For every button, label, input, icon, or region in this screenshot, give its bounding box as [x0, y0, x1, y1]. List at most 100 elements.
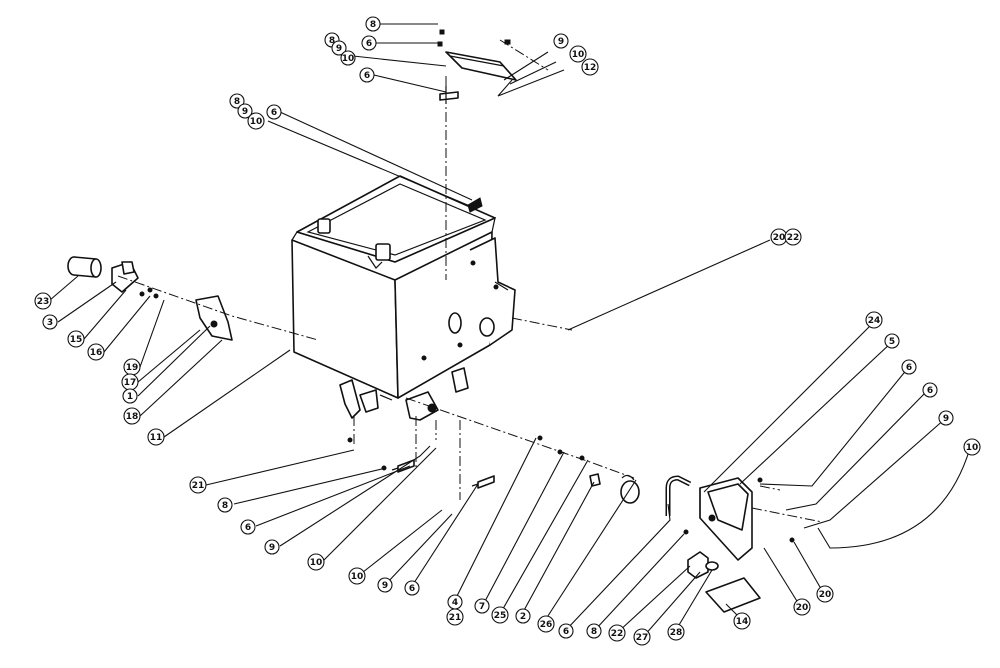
- svg-text:6: 6: [409, 584, 415, 594]
- svg-text:19: 19: [126, 363, 139, 373]
- svg-text:3: 3: [47, 318, 53, 328]
- svg-text:9: 9: [558, 37, 564, 47]
- svg-text:28: 28: [670, 628, 683, 638]
- callout-18: 18: [123, 407, 141, 425]
- svg-text:4: 4: [452, 598, 458, 608]
- callout-10: 10: [307, 553, 325, 571]
- callout-6: 6: [361, 35, 377, 51]
- svg-text:21: 21: [192, 481, 205, 491]
- callout-22: 22: [608, 624, 626, 642]
- svg-text:10: 10: [250, 117, 263, 127]
- svg-text:10: 10: [966, 443, 979, 453]
- svg-text:27: 27: [636, 633, 649, 643]
- callout-24: 24: [865, 311, 883, 329]
- callout-17: 17: [121, 373, 139, 391]
- callout-19: 19: [123, 358, 141, 376]
- callout-9: 9: [377, 577, 393, 593]
- callout-1: 1: [122, 388, 138, 404]
- callout-6: 6: [558, 623, 574, 639]
- callout-28: 28: [667, 623, 685, 641]
- callout-25: 25: [491, 606, 509, 624]
- svg-text:23: 23: [37, 297, 50, 307]
- callout-9: 9: [264, 539, 280, 555]
- callout-20: 20: [816, 585, 834, 603]
- callout-12: 12: [581, 58, 599, 76]
- svg-text:20: 20: [819, 590, 832, 600]
- svg-text:6: 6: [927, 386, 933, 396]
- svg-text:20: 20: [796, 603, 809, 613]
- callout-23: 23: [34, 292, 52, 310]
- right-cover-assembly: [665, 475, 795, 613]
- svg-text:25: 25: [494, 611, 507, 621]
- svg-text:21: 21: [449, 613, 462, 623]
- callout-6: 6: [266, 104, 282, 120]
- callout-9: 9: [938, 410, 954, 426]
- callout-5: 5: [884, 333, 900, 349]
- svg-text:6: 6: [271, 108, 277, 118]
- callout-6: 6: [404, 580, 420, 596]
- svg-text:8: 8: [222, 501, 228, 511]
- callout-8: 8: [217, 497, 233, 513]
- callout-4: 4: [447, 594, 463, 610]
- callout-27: 27: [633, 628, 651, 646]
- svg-text:8: 8: [370, 20, 376, 30]
- svg-text:15: 15: [70, 335, 83, 345]
- svg-text:10: 10: [342, 54, 355, 64]
- svg-text:8: 8: [234, 97, 240, 107]
- callout-14: 14: [733, 612, 751, 630]
- callout-21: 21: [189, 476, 207, 494]
- callout-7: 7: [474, 598, 490, 614]
- svg-text:5: 5: [889, 337, 895, 347]
- svg-text:9: 9: [943, 414, 949, 424]
- svg-text:24: 24: [868, 316, 881, 326]
- callout-20: 20: [793, 598, 811, 616]
- callout-15: 15: [67, 330, 85, 348]
- svg-text:11: 11: [150, 433, 163, 443]
- center-lines: [117, 39, 823, 523]
- callout-3: 3: [42, 314, 58, 330]
- svg-text:6: 6: [563, 627, 569, 637]
- callout-9: 9: [331, 40, 347, 56]
- svg-text:10: 10: [310, 558, 323, 568]
- svg-text:26: 26: [540, 620, 553, 630]
- svg-text:9: 9: [336, 44, 342, 54]
- svg-text:10: 10: [351, 572, 364, 582]
- svg-text:14: 14: [736, 617, 749, 627]
- svg-text:6: 6: [245, 523, 251, 533]
- svg-text:8: 8: [591, 627, 597, 637]
- svg-text:17: 17: [124, 378, 137, 388]
- callout-20: 20: [770, 228, 788, 246]
- callout-10: 10: [247, 112, 265, 130]
- svg-text:10: 10: [572, 50, 585, 60]
- svg-text:16: 16: [90, 348, 103, 358]
- svg-text:2: 2: [520, 612, 526, 622]
- svg-text:6: 6: [906, 363, 912, 373]
- callout-6: 6: [240, 519, 256, 535]
- callout-8: 8: [586, 623, 602, 639]
- svg-text:6: 6: [364, 71, 370, 81]
- callout-6: 6: [359, 67, 375, 83]
- top-plate-assembly: [437, 29, 517, 104]
- leader-lines: [49, 23, 971, 637]
- callout-10: 10: [569, 45, 587, 63]
- callout-10: 10: [348, 567, 366, 585]
- svg-text:22: 22: [611, 629, 624, 639]
- callout-balloons: 8 6 8 9 10 9 10 12 6 8 9 10 6 20 22 23 3…: [34, 16, 981, 646]
- callout-9: 9: [553, 33, 569, 49]
- svg-text:18: 18: [126, 412, 139, 422]
- callout-16: 16: [87, 343, 105, 361]
- main-box-body: [291, 175, 516, 421]
- svg-text:9: 9: [382, 581, 388, 591]
- callout-2: 2: [515, 608, 531, 624]
- callout-6: 6: [901, 359, 917, 375]
- svg-text:12: 12: [584, 63, 597, 73]
- svg-text:6: 6: [366, 39, 372, 49]
- callout-10: 10: [963, 438, 981, 456]
- callout-22: 22: [784, 228, 802, 246]
- callout-6: 6: [922, 382, 938, 398]
- callout-11: 11: [147, 428, 165, 446]
- callout-26: 26: [537, 615, 555, 633]
- callout-10: 10: [340, 50, 356, 66]
- svg-text:9: 9: [269, 543, 275, 553]
